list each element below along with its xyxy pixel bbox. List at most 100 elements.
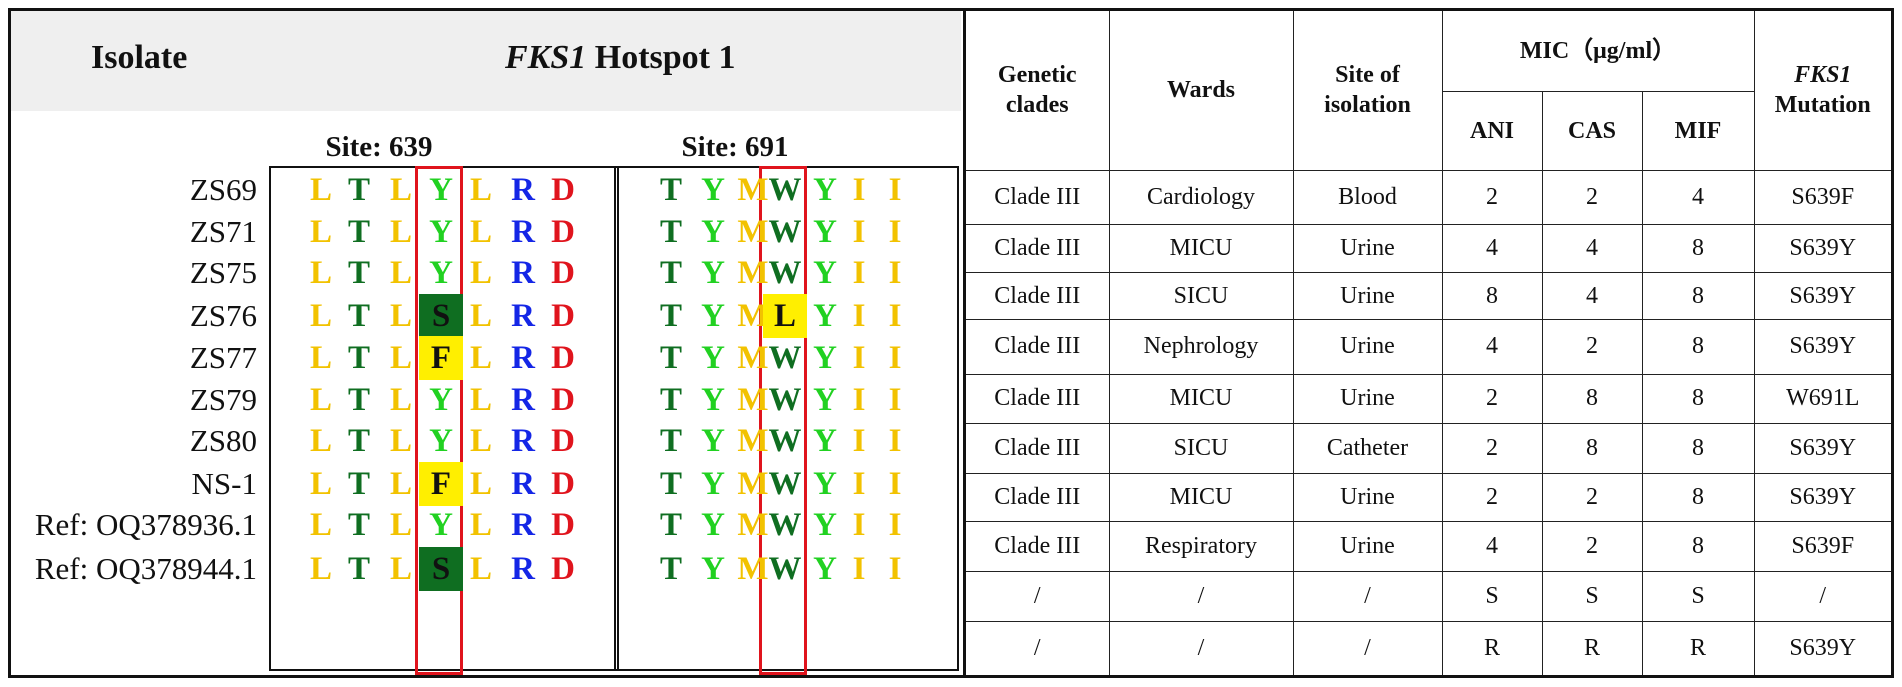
table-cell: Urine bbox=[1292, 272, 1443, 321]
residue-cell: Y bbox=[813, 382, 837, 418]
residue-cell: I bbox=[888, 255, 902, 291]
residue-cell: L bbox=[309, 466, 332, 502]
table-cell: 8 bbox=[1641, 223, 1755, 274]
table-cell: S639Y bbox=[1753, 272, 1891, 321]
residue-cell: I bbox=[852, 255, 866, 291]
table-cell: Clade III bbox=[966, 319, 1110, 375]
residue-cell: T bbox=[347, 551, 370, 587]
residue-cell: T bbox=[347, 172, 370, 208]
residue-cell: L bbox=[469, 551, 492, 587]
residue-cell: M bbox=[737, 340, 769, 376]
residue-cell: T bbox=[659, 466, 682, 502]
isolate-label: ZS75 bbox=[189, 255, 257, 290]
table-cell: W691L bbox=[1753, 373, 1891, 425]
table-cell: Urine bbox=[1292, 319, 1443, 375]
residue-cell: W bbox=[768, 255, 802, 291]
residue-cell: Y bbox=[429, 382, 453, 418]
residue-cell: Y bbox=[813, 214, 837, 250]
residue-cell: T bbox=[347, 507, 370, 543]
residue-cell: R bbox=[511, 466, 535, 502]
residue-cell: L bbox=[309, 382, 332, 418]
site-639-label: Site: 639 bbox=[325, 131, 433, 163]
residue-cell: I bbox=[888, 340, 902, 376]
residue-cell: W bbox=[768, 340, 802, 376]
col-mif: MIF bbox=[1641, 90, 1754, 171]
residue-cell: T bbox=[347, 382, 370, 418]
mutation-label: Mutation bbox=[1774, 92, 1871, 119]
residue-cell: W bbox=[768, 214, 802, 250]
table-cell: 8 bbox=[1641, 423, 1755, 474]
residue-cell: L bbox=[389, 551, 412, 587]
residue-cell: L bbox=[389, 214, 412, 250]
residue-cell: D bbox=[551, 551, 575, 587]
residue-cell: L bbox=[469, 214, 492, 250]
table-cell: / bbox=[1292, 570, 1443, 623]
residue-cell: Y bbox=[701, 298, 725, 334]
site-691-label: Site: 691 bbox=[681, 131, 789, 163]
residue-cell: L bbox=[389, 172, 412, 208]
isolate-label: ZS77 bbox=[189, 340, 257, 375]
table-cell: / bbox=[1753, 570, 1891, 623]
residue-cell: Y bbox=[701, 423, 725, 459]
isolate-label: ZS80 bbox=[189, 423, 257, 458]
residue-cell: T bbox=[659, 423, 682, 459]
residue-cell: L bbox=[309, 340, 332, 376]
hotspot-header: FKS1 Hotspot 1 bbox=[505, 39, 736, 77]
table-cell: / bbox=[1292, 621, 1443, 675]
table-cell: 2 bbox=[1441, 472, 1543, 523]
table-cell: S639Y bbox=[1753, 423, 1891, 474]
residue-cell: Y bbox=[701, 340, 725, 376]
table-cell: Cardiology bbox=[1108, 169, 1294, 225]
residue-cell: Y bbox=[813, 340, 837, 376]
residue-cell: D bbox=[551, 172, 575, 208]
residue-cell: T bbox=[659, 382, 682, 418]
table-cell: Nephrology bbox=[1108, 319, 1294, 375]
residue-cell: T bbox=[659, 298, 682, 334]
table-cell: S639F bbox=[1753, 169, 1891, 225]
isolate-header: Isolate bbox=[91, 39, 188, 76]
table-cell: MICU bbox=[1108, 373, 1294, 425]
isolate-label: Ref: OQ378936.1 bbox=[34, 507, 257, 542]
residue-cell: T bbox=[347, 214, 370, 250]
residue-cell: I bbox=[852, 382, 866, 418]
residue-cell: Y bbox=[701, 466, 725, 502]
residue-cell: Y bbox=[429, 423, 453, 459]
table-cell: 4 bbox=[1541, 223, 1643, 274]
residue-cell: L bbox=[469, 255, 492, 291]
residue-cell: Y bbox=[701, 551, 725, 587]
residue-cell: Y bbox=[701, 507, 725, 543]
table-cell: Clade III bbox=[966, 373, 1110, 425]
residue-cell: D bbox=[551, 214, 575, 250]
residue-cell: I bbox=[852, 466, 866, 502]
residue-cell: L bbox=[469, 298, 492, 334]
table-cell: Clade III bbox=[966, 521, 1110, 572]
residue-cell: I bbox=[852, 214, 866, 250]
table-cell: 4 bbox=[1641, 169, 1755, 225]
table-cell: 2 bbox=[1441, 373, 1543, 425]
table-cell: Clade III bbox=[966, 472, 1110, 523]
residue-cell: M bbox=[737, 214, 769, 250]
residue-cell: F bbox=[419, 336, 463, 380]
table-cell: 2 bbox=[1441, 169, 1543, 225]
table-cell: S bbox=[1641, 570, 1755, 623]
residue-cell: L bbox=[469, 172, 492, 208]
residue-cell: I bbox=[888, 298, 902, 334]
residue-cell: T bbox=[347, 340, 370, 376]
residue-cell: R bbox=[511, 255, 535, 291]
table-cell: Blood bbox=[1292, 169, 1443, 225]
residue-cell: M bbox=[737, 172, 769, 208]
isolate-label: ZS79 bbox=[189, 382, 257, 417]
table-cell: Urine bbox=[1292, 223, 1443, 274]
table-cell: SICU bbox=[1108, 423, 1294, 474]
residue-cell: Y bbox=[429, 172, 453, 208]
residue-cell: L bbox=[469, 466, 492, 502]
alignment-panel: Isolate FKS1 Hotspot 1 Site: 639 Site: 6… bbox=[11, 11, 961, 675]
table-cell: R bbox=[1441, 621, 1543, 675]
residue-cell: R bbox=[511, 507, 535, 543]
